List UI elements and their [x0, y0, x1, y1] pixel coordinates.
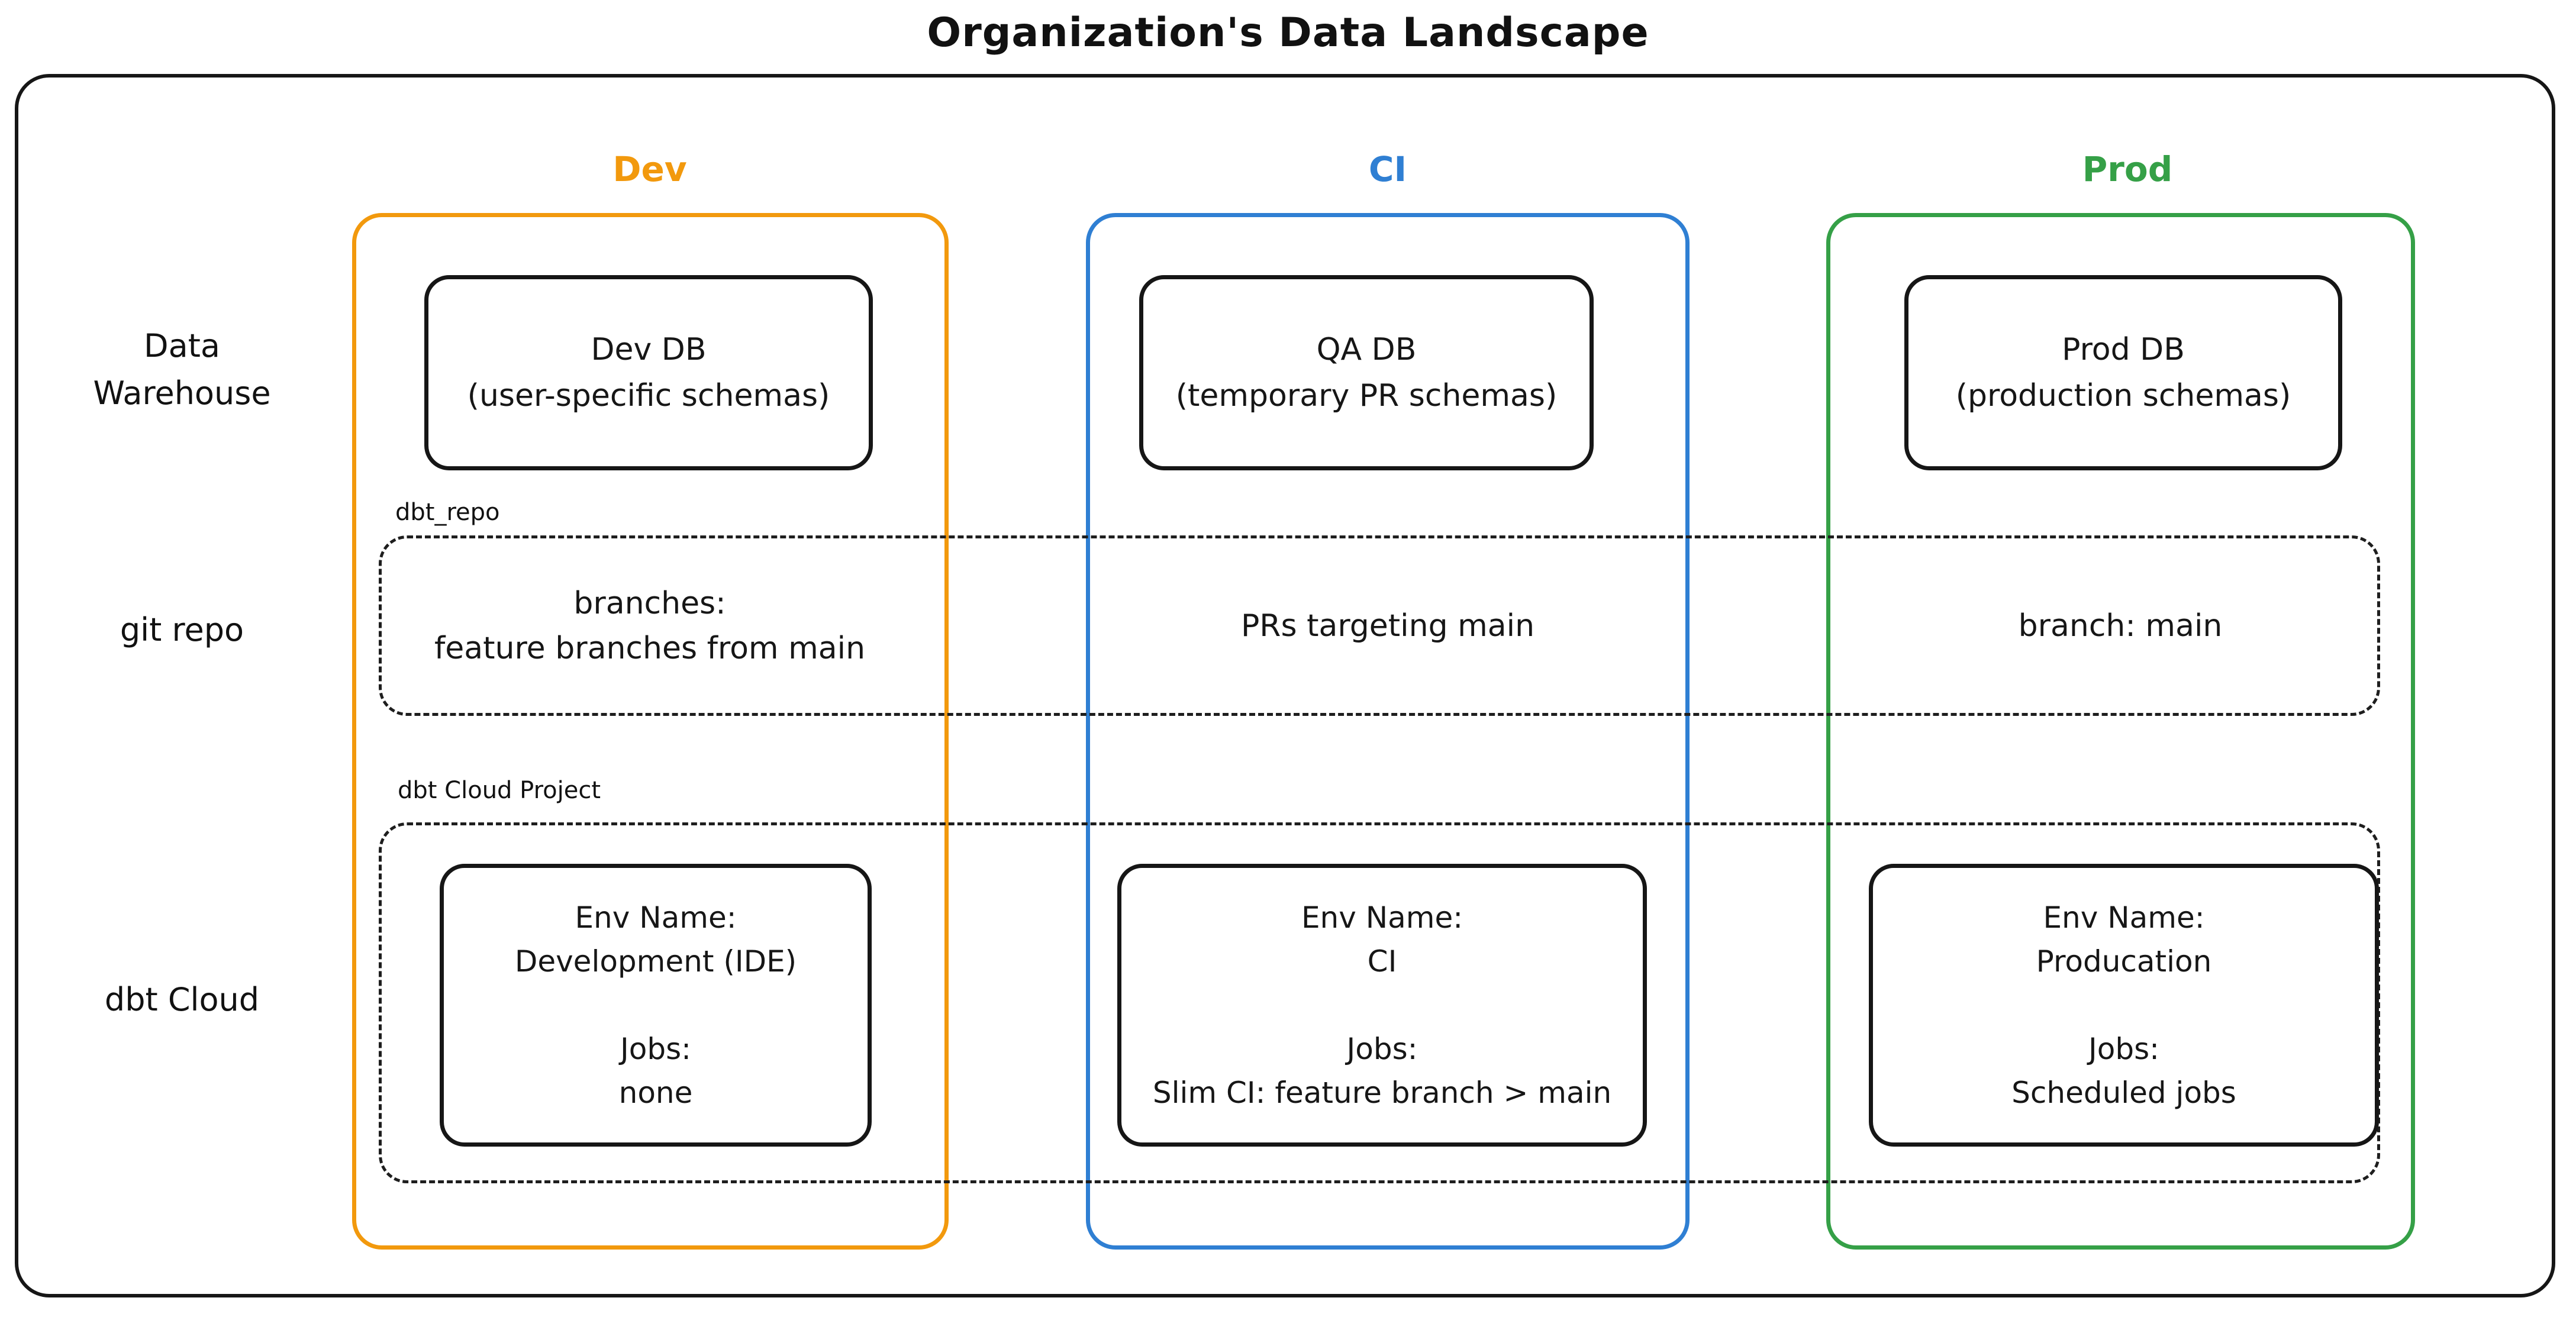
- env-name-label: Env Name:: [575, 900, 737, 935]
- jobs-value: Slim CI: feature branch > main: [1152, 1076, 1612, 1110]
- prod-db-subtitle: (production schemas): [1955, 378, 2291, 414]
- prod-db-box: Prod DB (production schemas): [1904, 275, 2342, 470]
- column-header-dev: Dev: [612, 149, 687, 189]
- env-name-value: Producation: [2036, 944, 2212, 979]
- column-frame-prod: [1826, 213, 2415, 1250]
- prod-db-title: Prod DB: [2062, 332, 2185, 367]
- env-name-label: Env Name:: [1301, 900, 1463, 935]
- git-cell-dev-line1: branches:: [573, 585, 726, 621]
- git-cell-dev-line2: feature branches from main: [434, 630, 866, 666]
- outer-container-frame: [15, 74, 2555, 1297]
- jobs-label: Jobs:: [620, 1032, 691, 1066]
- env-box-development: Env Name: Development (IDE) Jobs: none: [440, 864, 872, 1147]
- row-label-data-warehouse-line1: Data: [144, 327, 220, 364]
- env-name-value: CI: [1367, 944, 1397, 979]
- dev-db-title: Dev DB: [591, 332, 707, 367]
- dbt-repo-label: dbt_repo: [395, 499, 500, 526]
- dbt-repo-dashed-container: [379, 535, 2380, 716]
- jobs-value: Scheduled jobs: [2011, 1076, 2236, 1110]
- git-cell-ci-line1: PRs targeting main: [1240, 608, 1535, 644]
- git-cell-dev: branches: feature branches from main: [379, 535, 921, 716]
- column-header-ci: CI: [1368, 149, 1407, 189]
- jobs-label: Jobs:: [1346, 1032, 1418, 1066]
- jobs-value: none: [618, 1076, 693, 1110]
- dbt-cloud-project-label: dbt Cloud Project: [398, 777, 601, 804]
- jobs-label: Jobs:: [2088, 1032, 2159, 1066]
- row-label-data-warehouse: Data Warehouse: [33, 322, 331, 417]
- env-name-label: Env Name:: [2043, 900, 2205, 935]
- env-box-ci: Env Name: CI Jobs: Slim CI: feature bran…: [1117, 864, 1647, 1147]
- git-cell-ci: PRs targeting main: [1117, 535, 1659, 716]
- column-header-prod: Prod: [2082, 149, 2173, 189]
- qa-db-title: QA DB: [1316, 332, 1417, 367]
- dev-db-box: Dev DB (user-specific schemas): [424, 275, 873, 470]
- env-name-value: Development (IDE): [514, 944, 797, 979]
- git-cell-prod: branch: main: [1849, 535, 2391, 716]
- qa-db-subtitle: (temporary PR schemas): [1175, 378, 1558, 414]
- row-label-git-repo: git repo: [120, 611, 244, 648]
- dev-db-subtitle: (user-specific schemas): [467, 378, 830, 414]
- column-frame-ci: [1086, 213, 1690, 1250]
- row-label-dbt-cloud: dbt Cloud: [104, 981, 260, 1018]
- diagram-title: Organization's Data Landscape: [927, 9, 1649, 56]
- qa-db-box: QA DB (temporary PR schemas): [1139, 275, 1594, 470]
- git-cell-prod-line1: branch: main: [2018, 608, 2223, 644]
- row-label-data-warehouse-line2: Warehouse: [93, 375, 271, 412]
- column-frame-dev: [352, 213, 949, 1250]
- env-box-production: Env Name: Producation Jobs: Scheduled jo…: [1869, 864, 2379, 1147]
